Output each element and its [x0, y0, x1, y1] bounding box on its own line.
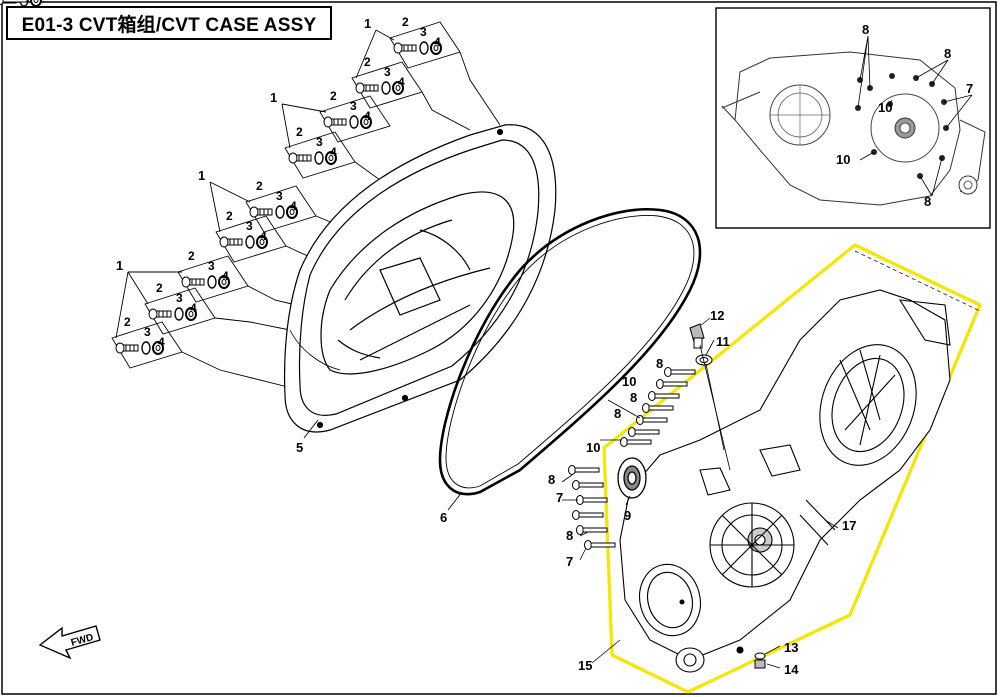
callout-4: 4 — [434, 35, 441, 49]
callout-10: 10 — [836, 152, 850, 167]
callout-8: 8 — [566, 528, 573, 543]
inset-view — [715, 7, 991, 229]
callout-1: 1 — [270, 90, 277, 105]
callout-8: 8 — [944, 46, 951, 61]
drain-bolt — [754, 652, 766, 669]
callout-4: 4 — [398, 75, 405, 89]
callout-8: 8 — [924, 194, 931, 209]
callout-15: 15 — [578, 658, 592, 673]
callout-2: 2 — [188, 249, 195, 263]
callout-3: 3 — [316, 135, 323, 149]
callout-8: 8 — [548, 472, 555, 487]
callout-11: 11 — [716, 334, 730, 349]
cvt-outer-cover — [283, 124, 557, 433]
callout-2: 2 — [330, 89, 337, 103]
callout-14: 14 — [784, 662, 799, 677]
oil-seal — [617, 457, 647, 499]
callout-6: 6 — [440, 510, 447, 525]
leader-5 — [303, 419, 319, 439]
drain-plug — [689, 323, 713, 366]
callout-17: 17 — [842, 518, 856, 533]
callout-10: 10 — [586, 440, 600, 455]
case-bolts — [0, 0, 696, 550]
callout-2: 2 — [402, 15, 409, 29]
gasket — [438, 207, 702, 496]
callout-7: 7 — [966, 81, 973, 96]
callout-4: 4 — [222, 269, 229, 283]
callout-13: 13 — [784, 640, 798, 655]
cvt-inner-case — [619, 289, 951, 673]
callout-8: 8 — [656, 356, 663, 371]
callout-4: 4 — [364, 109, 371, 123]
callout-3: 3 — [144, 325, 151, 339]
callout-numbers: 1 1 1 1 2 3 4 2 3 4 2 3 4 2 3 4 2 3 4 2 … — [116, 15, 973, 677]
callout-10: 10 — [622, 374, 636, 389]
callout-12: 12 — [710, 308, 724, 323]
callout-7: 7 — [556, 490, 563, 505]
callout-4: 4 — [330, 145, 337, 159]
callout-4: 4 — [260, 229, 267, 243]
callout-3: 3 — [384, 65, 391, 79]
leader-lines — [561, 317, 839, 669]
callout-2: 2 — [296, 125, 303, 139]
callout-2: 2 — [156, 281, 163, 295]
callout-3: 3 — [420, 25, 427, 39]
callout-8: 8 — [630, 390, 637, 405]
callout-7: 7 — [566, 554, 573, 569]
callout-4: 4 — [158, 335, 165, 349]
callout-3: 3 — [350, 99, 357, 113]
callout-4: 4 — [290, 199, 297, 213]
callout-1: 1 — [198, 168, 205, 183]
fwd-arrow-icon: FWD — [38, 625, 101, 660]
callout-1: 1 — [364, 16, 371, 31]
callout-2: 2 — [256, 179, 263, 193]
callout-3: 3 — [246, 219, 253, 233]
callout-2: 2 — [226, 209, 233, 223]
callout-3: 3 — [208, 259, 215, 273]
callout-8: 8 — [862, 22, 869, 37]
callout-4: 4 — [190, 301, 197, 315]
leader-6 — [447, 491, 463, 511]
callout-10: 10 — [878, 100, 892, 115]
callout-2: 2 — [124, 315, 131, 329]
callout-8: 8 — [614, 406, 621, 421]
callout-9: 9 — [624, 508, 631, 523]
highlight-outline — [602, 243, 982, 694]
callout-5: 5 — [296, 440, 303, 455]
page-title: E01-3 CVT箱组/CVT CASE ASSY — [6, 6, 332, 40]
callout-1: 1 — [116, 258, 123, 273]
callout-2: 2 — [364, 55, 371, 69]
callout-3: 3 — [276, 189, 283, 203]
bolt-kit-groups — [111, 21, 501, 391]
callout-3: 3 — [176, 291, 183, 305]
